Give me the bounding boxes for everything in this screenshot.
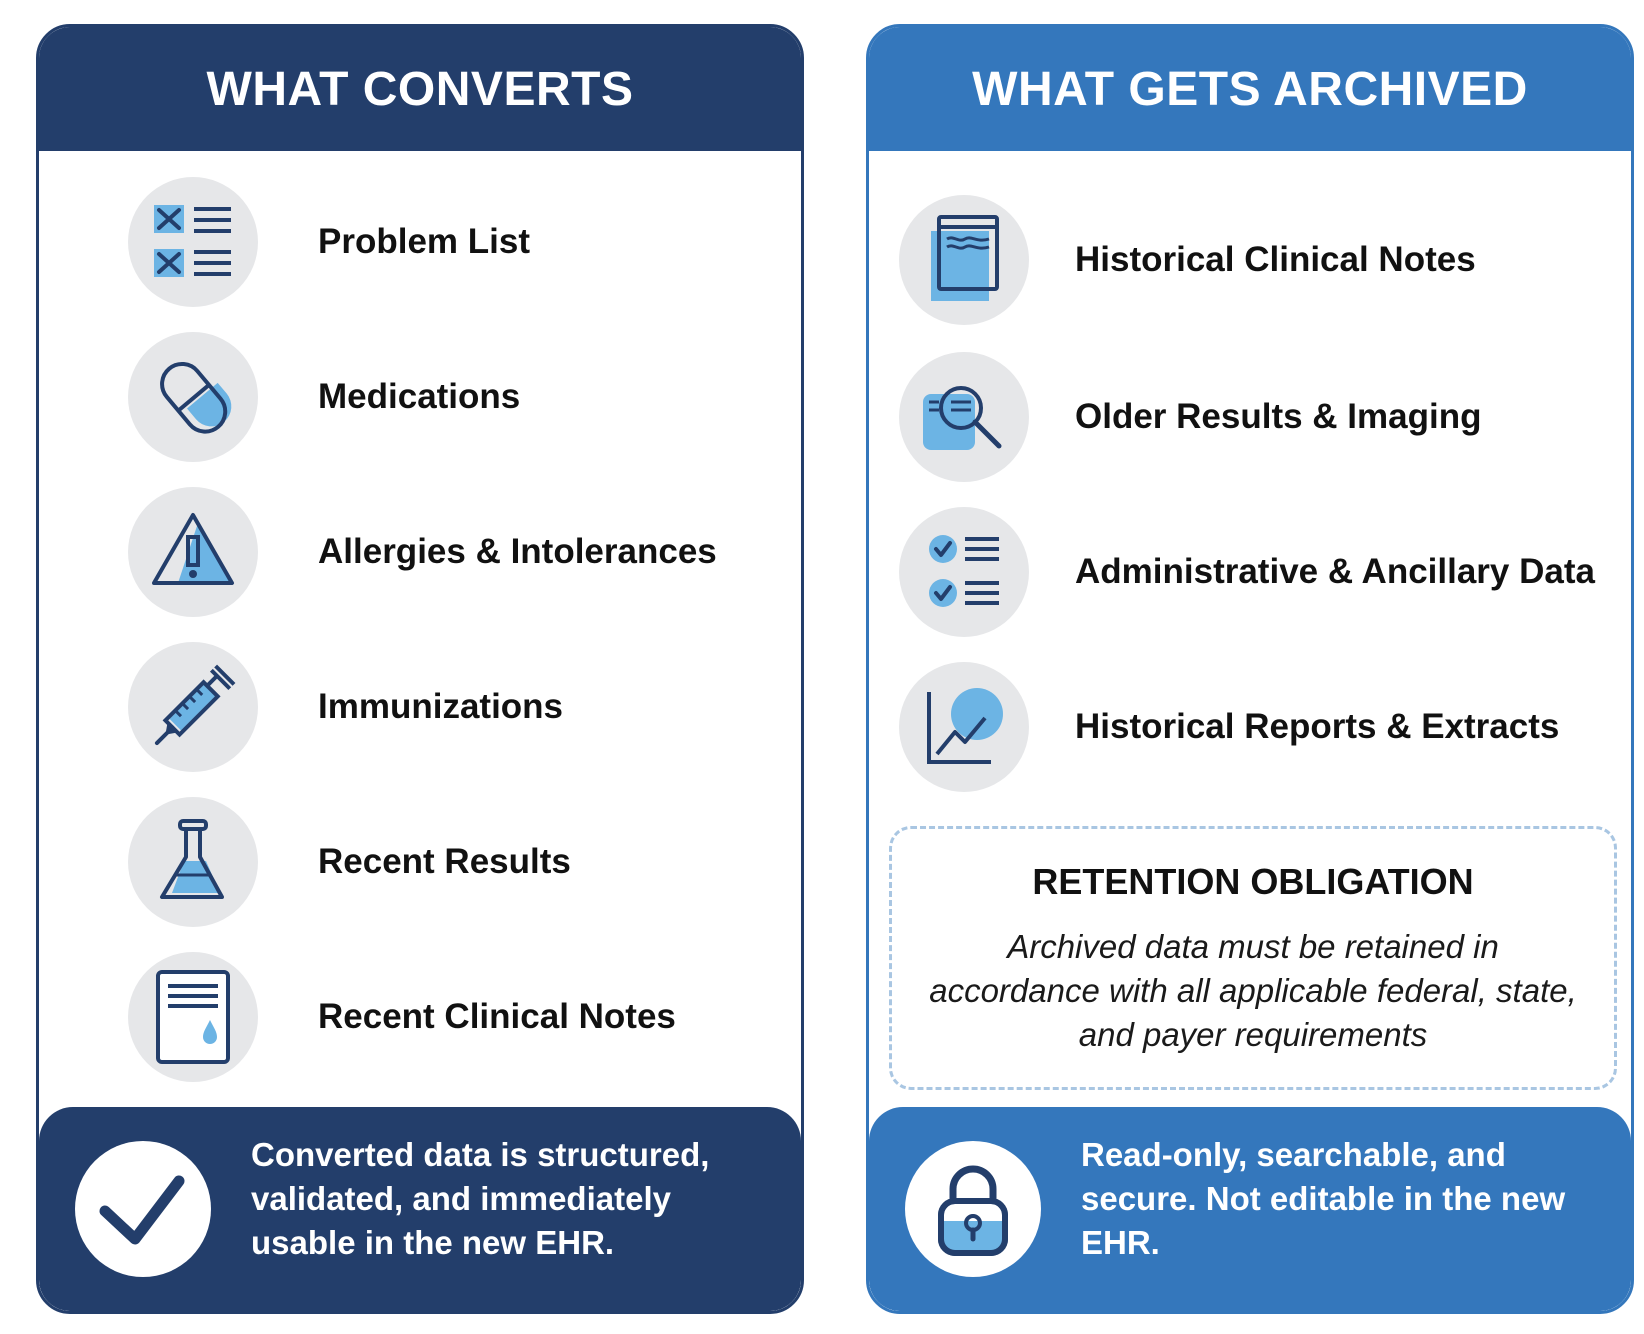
- converts-item-problem-list: Problem List: [39, 177, 801, 307]
- converts-item-label: Medications: [318, 377, 521, 416]
- checklist-x-icon: [128, 177, 258, 307]
- archived-title: WHAT GETS ARCHIVED: [869, 27, 1631, 151]
- converts-footer: Converted data is structured, validated,…: [39, 1107, 801, 1311]
- retention-text: Archived data must be retained in accord…: [929, 928, 1577, 1053]
- retention-title: RETENTION OBLIGATION: [1032, 861, 1474, 902]
- archived-footer: Read-only, searchable, and secure. Not e…: [869, 1107, 1631, 1311]
- syringe-icon: [128, 642, 258, 772]
- capsule-icon: [128, 332, 258, 462]
- converts-item-label: Problem List: [318, 222, 530, 261]
- converts-item-recent-clinical-notes: Recent Clinical Notes: [39, 952, 801, 1082]
- converts-item-recent-results: Recent Results: [39, 797, 801, 927]
- archived-item-historical-reports: Historical Reports & Extracts: [869, 662, 1631, 792]
- checklist-icon: [899, 507, 1029, 637]
- archived-item-label: Administrative & Ancillary Data: [1075, 552, 1595, 591]
- converts-title: WHAT CONVERTS: [39, 27, 801, 151]
- archived-panel: WHAT GETS ARCHIVED Historical Clinical N…: [866, 24, 1634, 1314]
- archived-item-historical-clinical-notes: Historical Clinical Notes: [869, 195, 1631, 325]
- notebook-icon: [899, 195, 1029, 325]
- checkmark-icon: [75, 1141, 211, 1277]
- converts-footer-text: Converted data is structured, validated,…: [251, 1136, 710, 1261]
- archived-footer-text: Read-only, searchable, and secure. Not e…: [1081, 1136, 1566, 1261]
- archived-item-label: Historical Reports & Extracts: [1075, 707, 1560, 746]
- padlock-icon: [905, 1141, 1041, 1277]
- flask-icon: [128, 797, 258, 927]
- converts-item-label: Allergies & Intolerances: [318, 532, 717, 571]
- line-chart-icon: [899, 662, 1029, 792]
- magnifier-document-icon: [899, 352, 1029, 482]
- archived-item-label: Historical Clinical Notes: [1075, 240, 1476, 279]
- archived-item-label: Older Results & Imaging: [1075, 397, 1482, 436]
- converts-item-label: Immunizations: [318, 687, 564, 726]
- converts-item-allergies: Allergies & Intolerances: [39, 487, 801, 617]
- archived-item-administrative: Administrative & Ancillary Data: [869, 507, 1631, 637]
- converts-item-label: Recent Clinical Notes: [318, 997, 676, 1036]
- warning-triangle-icon: [128, 487, 258, 617]
- retention-box: RETENTION OBLIGATION Archived data must …: [889, 826, 1617, 1090]
- converts-panel: WHAT CONVERTS Problem List Medication: [36, 24, 804, 1314]
- clinical-note-icon: [128, 952, 258, 1082]
- archived-item-older-results: Older Results & Imaging: [869, 352, 1631, 482]
- converts-item-medications: Medications: [39, 332, 801, 462]
- converts-item-immunizations: Immunizations: [39, 642, 801, 772]
- converts-item-label: Recent Results: [318, 842, 571, 881]
